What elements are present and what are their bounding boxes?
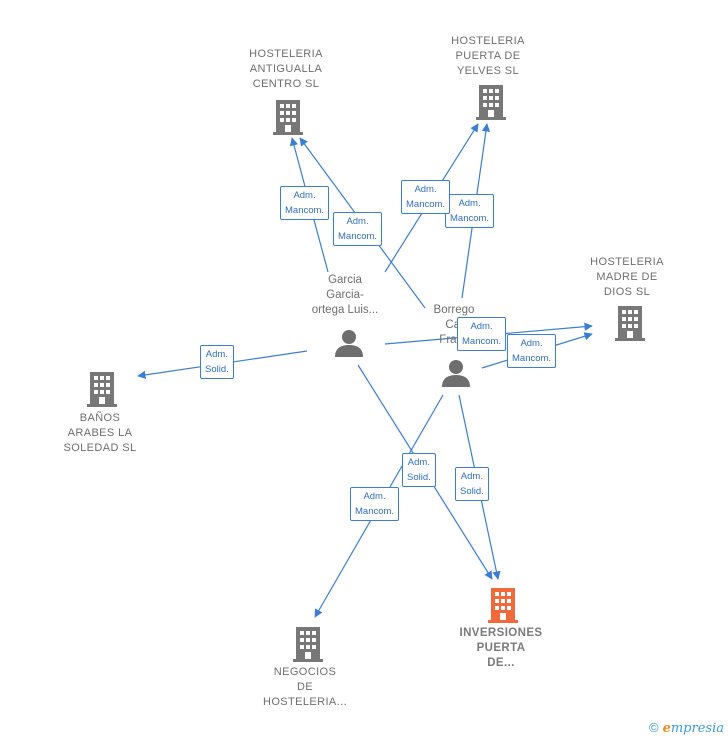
building-icon[interactable] — [273, 99, 303, 135]
company-label-inversiones[interactable]: INVERSIONES PUERTA DE... — [459, 627, 543, 669]
edge-label-adm-mancom[interactable]: Adm. Mancom. — [333, 212, 383, 246]
edge-label-adm-mancom[interactable]: Adm. Mancom. — [280, 186, 330, 220]
edge-label-adm-mancom[interactable]: Adm. Mancom. — [445, 194, 495, 228]
edge-label-adm-solid[interactable]: Adm. Solid. — [455, 467, 489, 501]
brand-logo-initial: e — [662, 721, 671, 736]
person-label-garcia[interactable]: Garcia Garcia- ortega Luis... — [311, 274, 379, 316]
company-label-yelves[interactable]: HOSTELERIA PUERTA DE YELVES SL — [451, 35, 525, 77]
person-icon[interactable] — [334, 329, 364, 357]
company-label-banos[interactable]: BAÑOS ARABES LA SOLEDAD SL — [63, 412, 137, 454]
company-label-negocios[interactable]: NEGOCIOS DE HOSTELERIA... — [262, 666, 348, 708]
edge-label-adm-mancom[interactable]: Adm. Mancom. — [457, 317, 507, 351]
building-icon[interactable] — [615, 305, 645, 341]
building-icon-focus[interactable] — [488, 587, 518, 623]
brand-logo-text: mpresia — [670, 721, 724, 736]
person-icon[interactable] — [441, 359, 471, 387]
edge-label-adm-solid[interactable]: Adm. Solid. — [200, 345, 234, 379]
building-icon[interactable] — [87, 371, 117, 407]
edge-label-adm-solid[interactable]: Adm. Solid. — [402, 453, 436, 487]
edge-label-adm-mancom[interactable]: Adm. Mancom. — [350, 487, 400, 521]
copyright-symbol: © — [648, 720, 659, 735]
footer-branding: ©empresia — [649, 720, 724, 736]
company-label-antigualla[interactable]: HOSTELERIA ANTIGUALLA CENTRO SL — [249, 48, 323, 90]
building-icon[interactable] — [476, 84, 506, 120]
company-label-madre[interactable]: HOSTELERIA MADRE DE DIOS SL — [590, 256, 664, 298]
building-icon[interactable] — [293, 626, 323, 662]
edge-label-adm-mancom[interactable]: Adm. Mancom. — [401, 180, 451, 214]
edge-label-adm-mancom[interactable]: Adm. Mancom. — [507, 334, 557, 368]
